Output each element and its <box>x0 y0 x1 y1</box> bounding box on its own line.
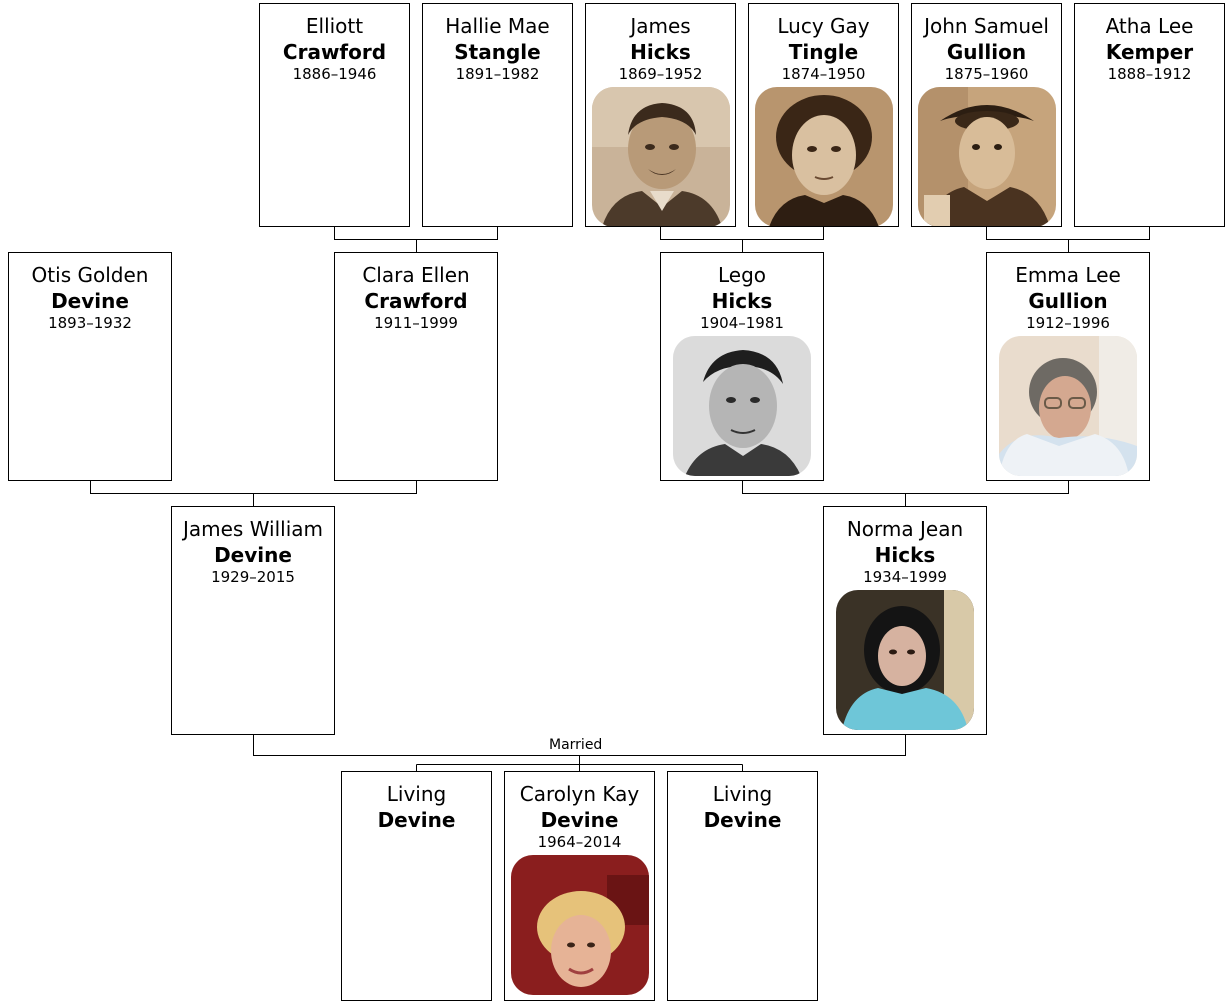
person-card-living-devine-1[interactable]: Living Devine <box>341 771 492 1001</box>
surname: Devine <box>214 543 292 567</box>
surname: Crawford <box>282 40 387 64</box>
given-name: James <box>630 14 691 38</box>
person-card-hallie-stangle[interactable]: Hallie Mae Stangle 1891–1982 <box>422 3 573 227</box>
portrait-photo[interactable] <box>673 336 811 476</box>
portrait-photo[interactable] <box>917 87 1056 226</box>
given-name: John Samuel <box>924 14 1049 38</box>
life-years: 1904–1981 <box>700 314 784 332</box>
life-years: 1888–1912 <box>1107 65 1192 83</box>
surname: Kemper <box>1105 40 1194 64</box>
given-name: Emma Lee <box>1015 263 1121 287</box>
portrait-photo[interactable] <box>754 87 893 226</box>
life-years: 1911–1999 <box>374 314 458 332</box>
portrait-photo[interactable] <box>999 336 1137 476</box>
surname: Gullion <box>1028 289 1108 313</box>
surname: Gullion <box>946 40 1027 64</box>
surname: Hicks <box>874 543 936 567</box>
life-years: 1929–2015 <box>211 568 295 586</box>
given-name: Living <box>386 782 447 806</box>
person-card-clara-crawford[interactable]: Clara Ellen Crawford 1911–1999 <box>334 252 498 481</box>
person-card-james-devine[interactable]: James William Devine 1929–2015 <box>171 506 335 735</box>
life-years: 1874–1950 <box>781 65 866 83</box>
given-name: Otis Golden <box>31 263 149 287</box>
given-name: Atha Lee <box>1105 14 1194 38</box>
person-card-elliott-crawford[interactable]: Elliott Crawford 1886–1946 <box>259 3 410 227</box>
surname: Hicks <box>630 40 691 64</box>
life-years: 1912–1996 <box>1026 314 1110 332</box>
given-name: Norma Jean <box>846 517 964 541</box>
surname: Hicks <box>711 289 773 313</box>
given-name: Clara Ellen <box>362 263 470 287</box>
given-name: Lucy Gay <box>777 14 870 38</box>
person-card-living-devine-2[interactable]: Living Devine <box>667 771 818 1001</box>
given-name: Hallie Mae <box>445 14 550 38</box>
life-years: 1869–1952 <box>618 65 703 83</box>
person-card-carolyn-devine[interactable]: Carolyn Kay Devine 1964–2014 <box>504 771 655 1001</box>
portrait-photo[interactable] <box>836 590 974 730</box>
surname: Devine <box>703 808 782 832</box>
portrait-photo[interactable] <box>591 87 730 226</box>
surname: Tingle <box>788 40 859 64</box>
surname: Devine <box>51 289 129 313</box>
life-years: 1886–1946 <box>292 65 377 83</box>
life-years: 1893–1932 <box>48 314 132 332</box>
person-card-lucy-tingle[interactable]: Lucy Gay Tingle 1874–1950 <box>748 3 899 227</box>
given-name: James William <box>182 517 324 541</box>
life-years: 1964–2014 <box>537 833 622 851</box>
person-card-john-gullion[interactable]: John Samuel Gullion 1875–1960 <box>911 3 1062 227</box>
given-name: Carolyn Kay <box>519 782 640 806</box>
given-name: Elliott <box>305 14 364 38</box>
person-card-otis-devine[interactable]: Otis Golden Devine 1893–1932 <box>8 252 172 481</box>
given-name: Lego <box>717 263 767 287</box>
surname: Crawford <box>364 289 468 313</box>
person-card-james-hicks[interactable]: James Hicks 1869–1952 <box>585 3 736 227</box>
person-card-norma-hicks[interactable]: Norma Jean Hicks 1934–1999 <box>823 506 987 735</box>
person-card-lego-hicks[interactable]: Lego Hicks 1904–1981 <box>660 252 824 481</box>
surname: Devine <box>377 808 456 832</box>
person-card-atha-kemper[interactable]: Atha Lee Kemper 1888–1912 <box>1074 3 1225 227</box>
portrait-photo[interactable] <box>510 855 649 995</box>
life-years: 1934–1999 <box>863 568 947 586</box>
surname: Devine <box>540 808 619 832</box>
life-years: 1875–1960 <box>944 65 1029 83</box>
given-name: Living <box>712 782 773 806</box>
married-label: Married <box>548 737 604 753</box>
person-card-emma-gullion[interactable]: Emma Lee Gullion 1912–1996 <box>986 252 1150 481</box>
surname: Stangle <box>454 40 541 64</box>
life-years: 1891–1982 <box>455 65 540 83</box>
